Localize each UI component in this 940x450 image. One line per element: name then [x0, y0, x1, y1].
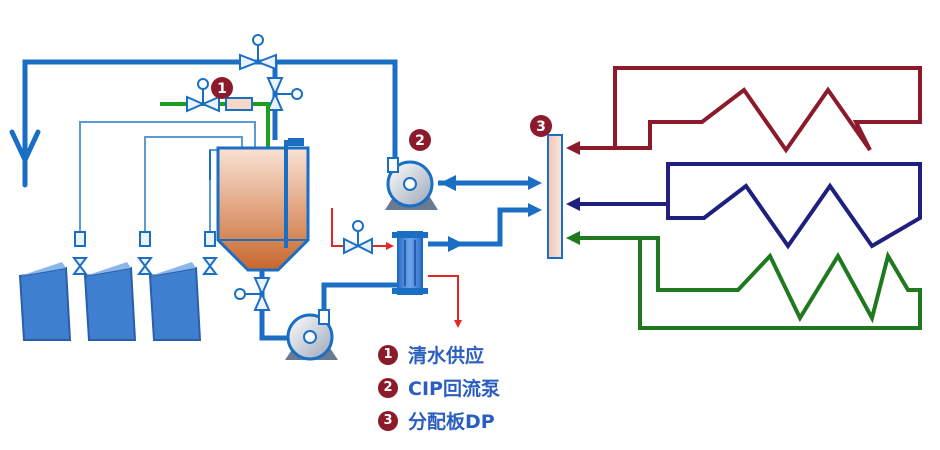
- y-inlet-icon: [9, 129, 41, 188]
- green-circuit-arrow: [566, 231, 580, 245]
- container-icon: [18, 262, 72, 341]
- container-icon: [83, 262, 137, 341]
- marker-2: 2: [409, 129, 431, 151]
- marker-1: 1: [211, 77, 233, 99]
- container-valves: [72, 231, 218, 275]
- legend-number: 1: [378, 344, 398, 365]
- pump-icon: [385, 157, 438, 210]
- filter-feed-pipe: [321, 282, 400, 310]
- pump-icon: [285, 309, 338, 361]
- drain-arrow: [454, 320, 462, 328]
- svg-text:3: 3: [536, 119, 546, 135]
- legend-label: 分配板DP: [408, 411, 495, 433]
- navy-circuit: [570, 162, 922, 250]
- svg-text:1: 1: [217, 81, 227, 97]
- tank-icon: [209, 138, 310, 272]
- legend-item: 3 分配板DP: [378, 404, 500, 437]
- supply-arrow: [448, 236, 464, 252]
- hot-water-line: [331, 208, 459, 322]
- legend-number: 3: [378, 410, 398, 431]
- svg-text:2: 2: [415, 133, 425, 149]
- supply-to-plate-arrow: [528, 203, 542, 217]
- valve-icon: [266, 77, 303, 111]
- return-arrow: [440, 175, 456, 191]
- marker-3: 3: [530, 115, 552, 137]
- valve-icon: [343, 220, 373, 255]
- legend-number: 2: [378, 377, 398, 398]
- hot-water-arrow: [386, 242, 394, 250]
- container-icon: [148, 262, 202, 341]
- green-circuit: [570, 236, 922, 330]
- red-circuit: [570, 66, 922, 154]
- valve-icon: [186, 78, 220, 113]
- red-circuit-arrow: [566, 141, 580, 155]
- navy-circuit-arrow: [566, 197, 580, 211]
- legend-item: 2 CIP回流泵: [378, 371, 500, 404]
- legend-label: CIP回流泵: [408, 378, 500, 400]
- legend: 1 清水供应 2 CIP回流泵 3 分配板DP: [378, 338, 500, 437]
- return-from-plate-arrow: [528, 176, 542, 190]
- flow-meter-icon: [225, 97, 253, 111]
- supply-to-plate-pipe: [428, 207, 530, 247]
- legend-label: 清水供应: [408, 345, 485, 367]
- distribution-plate-icon: [547, 134, 563, 259]
- valve-icon: [239, 34, 277, 71]
- legend-item: 1 清水供应: [378, 338, 500, 371]
- valve-icon: [234, 277, 271, 311]
- filter-icon: [392, 231, 428, 295]
